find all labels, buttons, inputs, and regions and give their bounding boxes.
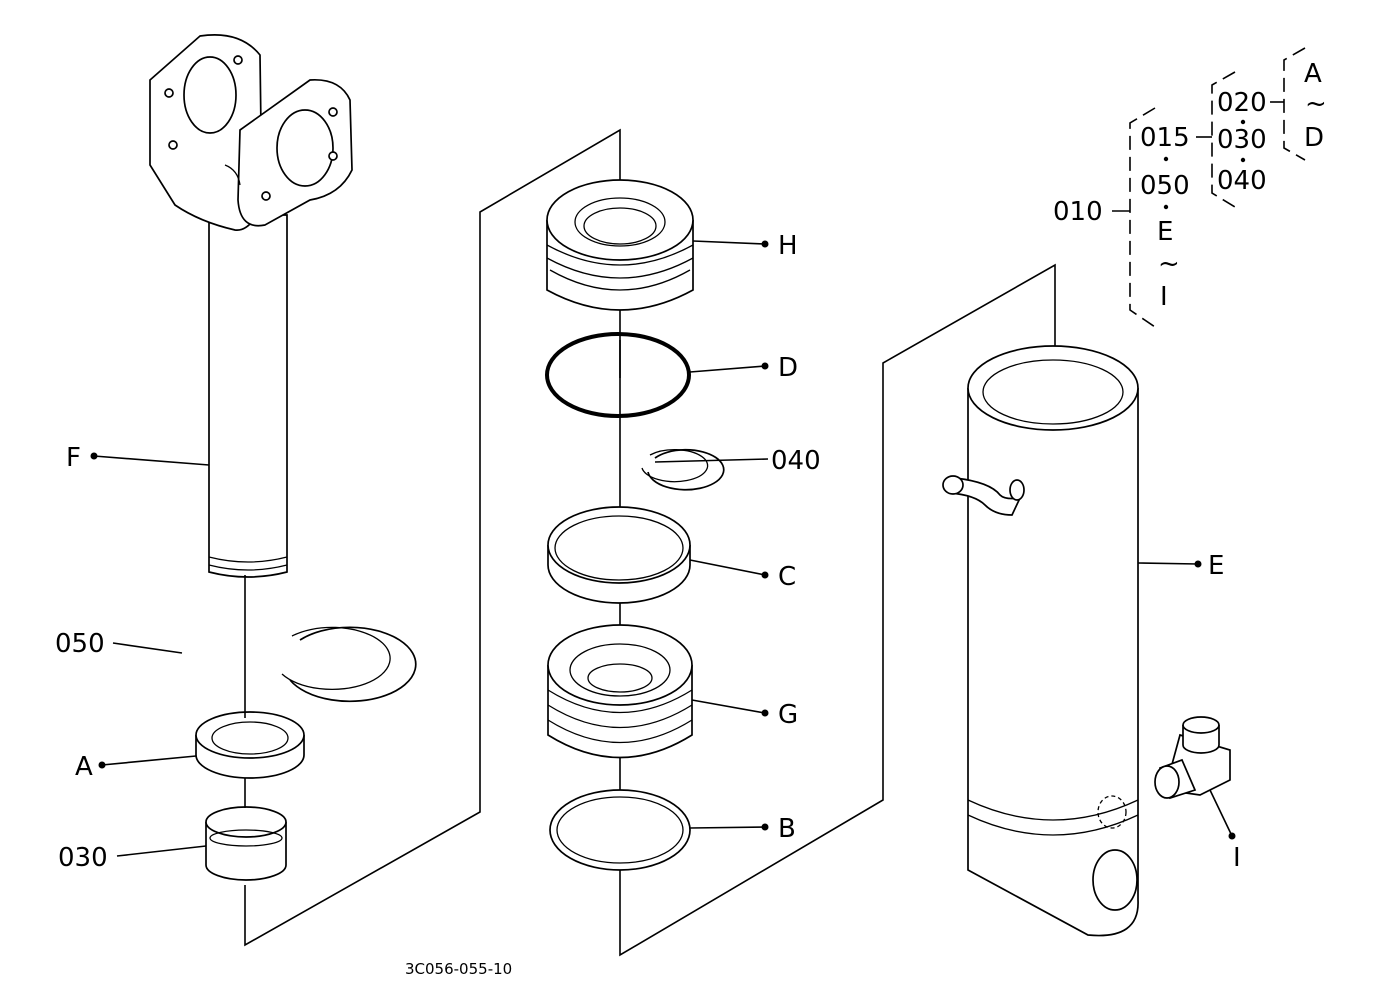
part-030-bushing	[205, 778, 287, 881]
part-b-piston-seal	[549, 789, 691, 871]
label-c: C	[778, 562, 796, 592]
label-e: E	[1208, 551, 1224, 581]
part-h-rod-guide	[546, 179, 694, 311]
part-labels: F 050 A 030 H D 040 C G B E I	[55, 231, 1241, 873]
part-040-retaining-ring	[641, 448, 725, 491]
drawing-code: 3C056-055-10	[405, 960, 512, 978]
part-e-cylinder-tube	[942, 345, 1139, 937]
tree-level1-item: 050	[1140, 171, 1190, 201]
leader-lines	[90, 240, 1236, 857]
tree-root: 010	[1053, 197, 1103, 227]
tree-level2-item: 020	[1217, 88, 1267, 118]
label-i: I	[1233, 843, 1241, 873]
part-f-piston-rod	[149, 34, 353, 578]
parts-hierarchy-tree: 010 015 050 E ~ I 020 030 040 A ~ D	[1053, 47, 1327, 328]
tree-level1-item: I	[1160, 282, 1168, 312]
tree-level3-item: A	[1304, 59, 1322, 89]
part-d-o-ring	[545, 332, 691, 418]
tree-level1-item: ~	[1158, 249, 1180, 279]
label-h: H	[778, 231, 798, 261]
part-i-elbow-fitting	[1154, 716, 1231, 800]
label-050: 050	[55, 629, 105, 659]
part-a-seal	[195, 695, 305, 779]
label-g: G	[778, 700, 798, 730]
label-f: F	[66, 443, 81, 473]
part-g-piston	[547, 624, 693, 759]
label-d: D	[778, 353, 798, 383]
label-030: 030	[58, 843, 108, 873]
part-c-wear-ring	[547, 506, 691, 604]
tree-level2-item: 030	[1217, 125, 1267, 155]
part-050-snap-ring	[244, 575, 417, 703]
label-040: 040	[771, 446, 821, 476]
label-a: A	[75, 752, 93, 782]
tree-level2-item: 040	[1217, 166, 1267, 196]
tree-level3-item: D	[1304, 123, 1324, 153]
tree-level1-item: 015	[1140, 123, 1190, 153]
label-b: B	[778, 814, 796, 844]
tree-level1-item: E	[1157, 217, 1173, 247]
tree-level3-item: ~	[1305, 89, 1327, 119]
